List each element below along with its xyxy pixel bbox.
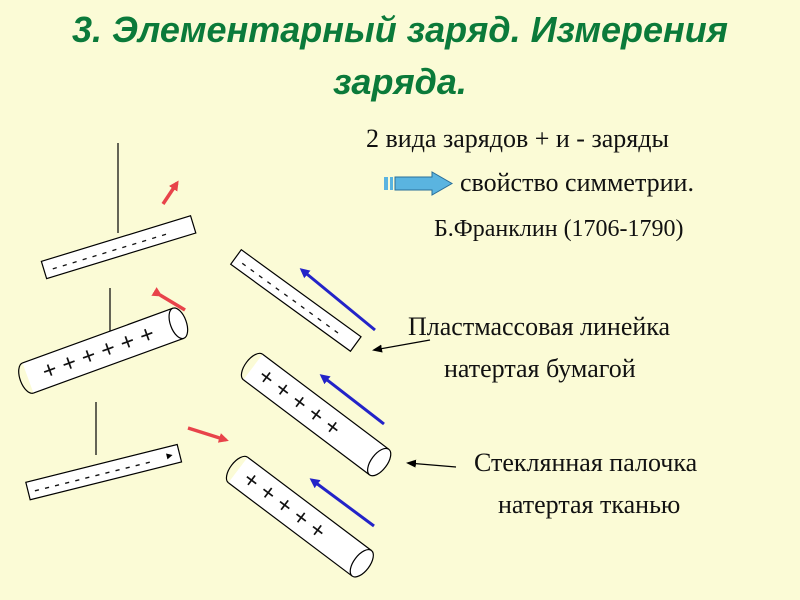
glass-rod-right-1-signs: + + + + +: [253, 363, 347, 443]
title-line-2: заряда.: [333, 61, 467, 102]
pointer-ruler: [372, 339, 431, 353]
blue-arrow-rod-1: [319, 374, 385, 426]
franklin-text: Б.Франклин (1706-1790): [434, 216, 684, 242]
red-arrow-top: [161, 180, 179, 205]
rod-label-line-2: натертая тканью: [498, 490, 681, 519]
pointer-rod: [406, 459, 457, 468]
ruler-top-signs: - - - - - - - - - - - -: [49, 224, 169, 277]
charges-text: 2 вида зарядов + и - заряды: [366, 124, 669, 153]
glass-rod-right-2: + + + + +: [225, 455, 374, 578]
glass-rod-middle: + + + + + +: [18, 307, 189, 394]
ruler-label-line-1: Пластмассовая линейка: [408, 312, 671, 341]
glass-rod-right-2-signs: + + + + +: [238, 466, 332, 546]
ruler-bottom-signs: - - - - - - - - - - - -: [32, 452, 153, 499]
blue-arrow-rod-2: [309, 478, 375, 528]
ruler-bottom: - - - - - - - - - - - -: [25, 443, 183, 501]
rod-label-line-1: Стеклянная палочка: [474, 448, 698, 477]
blue-arrow-ruler: [299, 268, 376, 332]
symmetry-text: свойство симметрии.: [460, 168, 694, 197]
block-arrow-icon: [384, 171, 454, 196]
red-arrow-middle: [151, 287, 186, 312]
ruler-top: - - - - - - - - - - - -: [40, 215, 197, 280]
ruler-label-line-2: натертая бумагой: [444, 354, 636, 383]
red-arrow-bottom: [187, 426, 229, 443]
ruler-right-signs: - - - - - - - - - - - -: [237, 254, 345, 340]
slide-title: 3. Элементарный заряд. Измерения заряда.: [0, 4, 800, 108]
title-line-1: 3. Элементарный заряд. Измерения: [72, 9, 728, 50]
